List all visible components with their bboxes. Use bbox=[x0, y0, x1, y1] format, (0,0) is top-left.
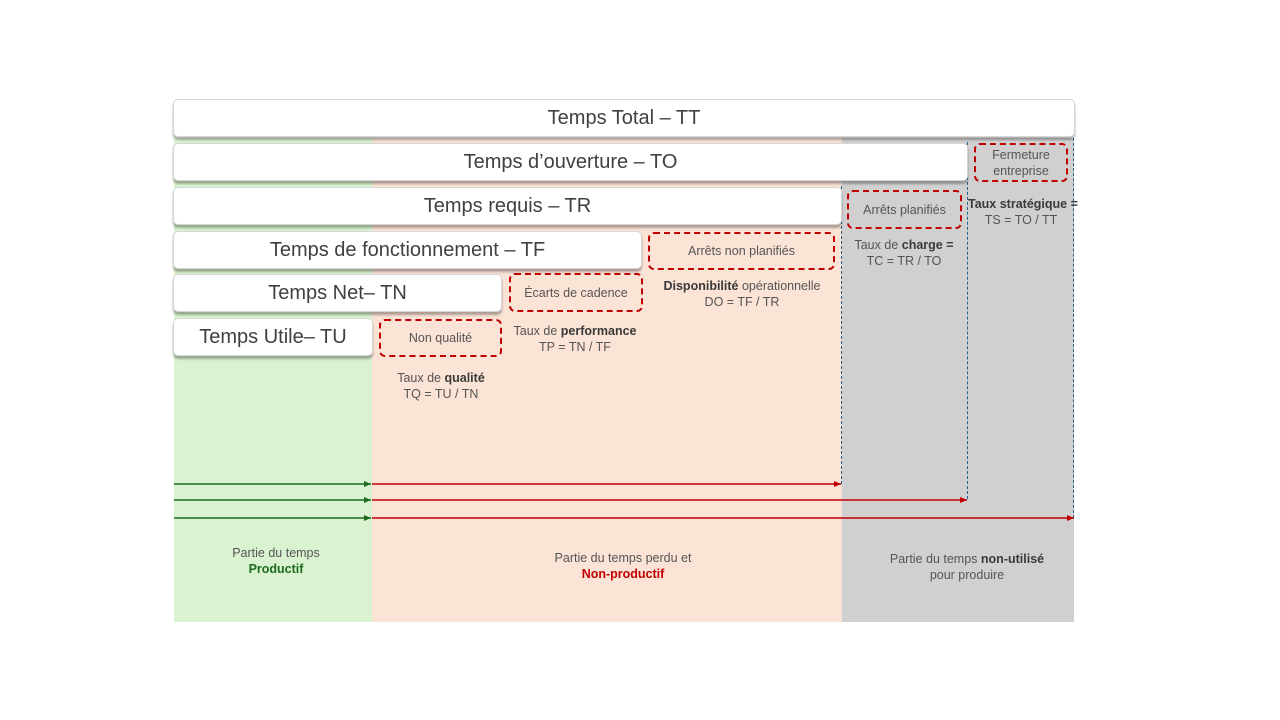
formula-tp-bold: performance bbox=[560, 324, 637, 338]
loss-arrets-non-planifies: Arrêts non planifiés bbox=[648, 232, 835, 270]
bar-temps-fonctionnement: Temps de fonctionnement – TF bbox=[173, 231, 642, 269]
bar-temps-ouverture: Temps d’ouverture – TO bbox=[173, 143, 968, 181]
caption-productif-strong: Productif bbox=[248, 562, 304, 576]
bar-temps-net: Temps Net– TN bbox=[173, 274, 502, 312]
caption-non-utilise-line2: pour produire bbox=[929, 568, 1005, 582]
bar-temps-total: Temps Total – TT bbox=[173, 99, 1075, 137]
formula-taux-strategique: Taux stratégique = TS = TO / TT bbox=[968, 196, 1078, 228]
formula-ts-label: Taux stratégique = bbox=[968, 197, 1078, 211]
caption-productif-line1: Partie du temps bbox=[232, 546, 320, 560]
bar-temps-utile: Temps Utile– TU bbox=[173, 318, 373, 356]
formula-taux-qualite: Taux de qualité TQ = TU / TN bbox=[380, 370, 502, 402]
loss-arrets-planifies: Arrêts planifiés bbox=[847, 190, 962, 229]
caption-productif: Partie du temps Productif bbox=[174, 545, 378, 577]
formula-tp-expression: TP = TN / TF bbox=[539, 340, 611, 354]
caption-non-productif: Partie du temps perdu et Non-productif bbox=[372, 550, 874, 582]
bar-temps-requis: Temps requis – TR bbox=[173, 187, 842, 225]
caption-perdu-line1: Partie du temps perdu et bbox=[554, 551, 692, 565]
formula-do-expression: DO = TF / TR bbox=[704, 295, 780, 309]
formula-disponibilite: Disponibilité opérationnelle DO = TF / T… bbox=[642, 278, 842, 310]
formula-tq-expression: TQ = TU / TN bbox=[403, 387, 479, 401]
caption-non-utilise: Partie du temps non-utilisé pour produir… bbox=[852, 551, 1082, 583]
formula-ts-expression: TS = TO / TT bbox=[984, 213, 1058, 227]
formula-taux-charge: Taux de charge = TC = TR / TO bbox=[842, 237, 966, 269]
formula-tc-expression: TC = TR / TO bbox=[866, 254, 942, 268]
formula-tc-bold: charge = bbox=[901, 238, 954, 252]
caption-non-utilise-strong: non-utilisé bbox=[980, 552, 1045, 566]
formula-tq-prefix: Taux de bbox=[397, 371, 441, 385]
loss-non-qualite: Non qualité bbox=[379, 319, 502, 357]
loss-ecarts-cadence: Écarts de cadence bbox=[509, 273, 643, 312]
unused-time-zone bbox=[842, 138, 1074, 622]
divider-to-end bbox=[967, 142, 968, 499]
formula-do-bold: Disponibilité bbox=[663, 279, 739, 293]
loss-fermeture-entreprise: Fermeture entreprise bbox=[974, 143, 1068, 182]
formula-tc-prefix: Taux de bbox=[854, 238, 899, 252]
caption-non-utilise-prefix: Partie du temps bbox=[889, 552, 978, 566]
divider-tr-end bbox=[841, 186, 842, 484]
divider-tt-end bbox=[1073, 138, 1074, 518]
caption-perdu-strong: Non-productif bbox=[581, 567, 665, 581]
formula-tq-bold: qualité bbox=[444, 371, 485, 385]
formula-taux-performance: Taux de performance TP = TN / TF bbox=[500, 323, 650, 355]
formula-tp-prefix: Taux de bbox=[513, 324, 558, 338]
formula-do-suffix: opérationnelle bbox=[741, 279, 821, 293]
